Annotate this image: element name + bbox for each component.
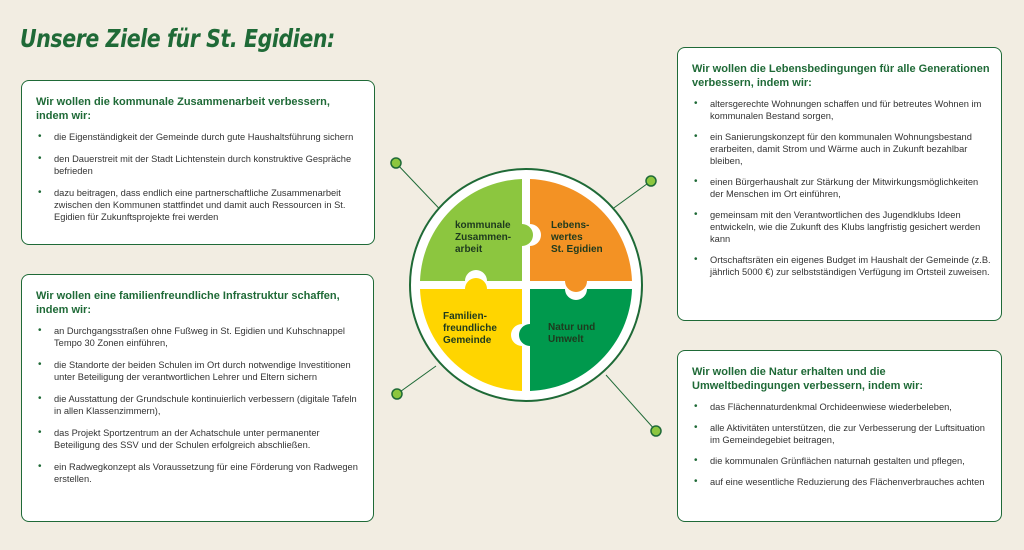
goal-box-living-conditions: Wir wollen die Lebensbedingungen für all… [677,47,1002,321]
goal-heading: Wir wollen eine familienfreundliche Infr… [36,290,340,316]
connector-bottom-left [396,365,437,395]
list-item: ein Radwegkonzept als Voraussetzung für … [36,461,363,485]
goal-box-nature: Wir wollen die Natur erhalten und die Um… [677,350,1002,522]
puzzle-label-line: kommunale [455,220,511,231]
goal-list: altersgerechte Wohnungen schaffen und fü… [692,98,991,278]
puzzle-ring [409,168,643,402]
connector-dot-top-right [645,175,657,187]
list-item: das Projekt Sportzentrum an der Achatsch… [36,427,363,451]
connector-dot-bottom-left [391,388,403,400]
puzzle-label-line: wertes [550,232,583,243]
puzzle-label-bottom-right: Natur und Umwelt [548,322,598,345]
puzzle-label-top-right: Lebens- wertes St. Egidien [550,220,603,255]
list-item: gemeinsam mit den Verantwortlichen des J… [692,209,991,245]
goal-heading: Wir wollen die Lebensbedingungen für all… [692,63,990,89]
puzzle-label-line: Lebens- [551,220,589,231]
puzzle-label-line: freundliche [443,323,497,334]
connector-bottom-right [605,374,657,432]
list-item: auf eine wesentliche Reduzierung des Flä… [692,476,991,488]
list-item: die Standorte der beiden Schulen im Ort … [36,359,363,383]
list-item: Ortschaftsräten ein eigenes Budget im Ha… [692,254,991,278]
list-item: die Ausstattung der Grundschule kontinui… [36,393,363,417]
connector-dot-bottom-right [650,425,662,437]
list-item: altersgerechte Wohnungen schaffen und fü… [692,98,991,122]
list-item: die Eigenständigkeit der Gemeinde durch … [36,131,364,143]
puzzle-label-line: Zusammen- [455,232,511,243]
goal-list: das Flächennaturdenkmal Orchideenwiese w… [692,401,991,488]
list-item: das Flächennaturdenkmal Orchideenwiese w… [692,401,991,413]
puzzle-piece-bottom-right [519,289,632,391]
list-item: den Dauerstreit mit der Stadt Lichtenste… [36,153,364,177]
list-item: die kommunalen Grünflächen naturnah gest… [692,455,991,467]
puzzle-piece-top-right [530,179,632,292]
puzzle-label-line: St. Egidien [551,244,603,255]
connector-dot-top-left [390,157,402,169]
page-title: Unsere Ziele für St. Egidien: [20,24,335,53]
goal-list: die Eigenständigkeit der Gemeinde durch … [36,131,364,223]
goal-heading: Wir wollen die Natur erhalten und die Um… [692,366,924,392]
puzzle-label-line: arbeit [455,244,483,255]
list-item: alle Aktivitäten unterstützen, die zur V… [692,422,991,446]
list-item: ein Sanierungskonzept für den kommunalen… [692,131,991,167]
goal-heading: Wir wollen die kommunale Zusammenarbeit … [36,96,330,122]
puzzle-label-line: Natur und [548,322,595,333]
goal-list: an Durchgangsstraßen ohne Fußweg in St. … [36,325,363,485]
puzzle-piece-bottom-left [420,278,522,391]
puzzle-label-top-left: kommunale Zusammen- arbeit [455,220,514,255]
puzzle-piece-top-left [420,179,533,281]
puzzle-label-line: Familien- [443,311,487,322]
list-item: an Durchgangsstraßen ohne Fußweg in St. … [36,325,363,349]
connector-dots [390,157,662,437]
goal-box-family: Wir wollen eine familienfreundliche Infr… [21,274,374,522]
list-item: dazu beitragen, dass endlich eine partne… [36,187,364,223]
goal-box-cooperation: Wir wollen die kommunale Zusammenarbeit … [21,80,375,245]
puzzle-label-line: Umwelt [548,334,584,345]
puzzle-label-line: Gemeinde [443,335,492,346]
puzzle-label-bottom-left: Familien- freundliche Gemeinde [443,311,500,346]
connector-top-right [610,180,652,211]
list-item: einen Bürgerhaushalt zur Stärkung der Mi… [692,176,991,200]
